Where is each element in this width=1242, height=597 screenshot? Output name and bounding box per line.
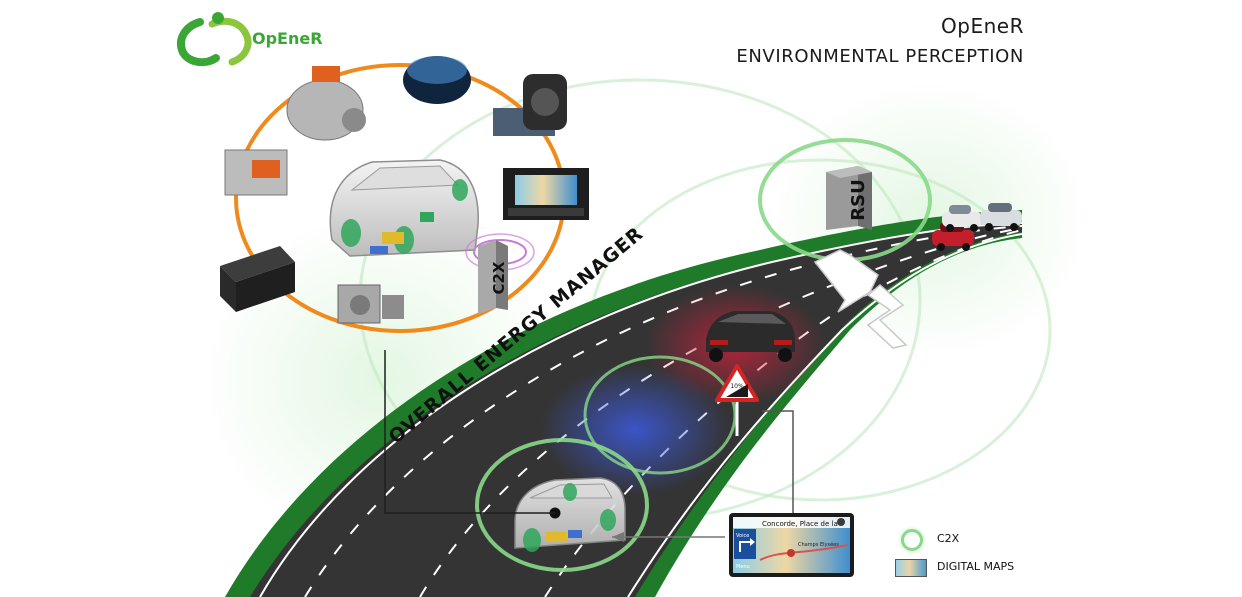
opener-logo: OpEneR	[177, 12, 323, 67]
legend-item-digital-maps: DIGITAL MAPS	[895, 555, 1014, 577]
turn-arrow-icon	[739, 541, 750, 552]
arrowhead	[612, 532, 624, 542]
slope-warning-sign: 10%	[715, 364, 759, 436]
radar-sensor-component	[493, 74, 567, 136]
legend-label: DIGITAL MAPS	[937, 559, 1015, 573]
digital-map-screen: Concorde, Place de la Voice Menu Champs …	[729, 513, 854, 577]
camera-dome-component	[403, 56, 471, 104]
turn-arrow-icon	[750, 538, 755, 546]
legend-item-c2x: C2X	[895, 527, 1014, 551]
slope-sign-text: 10%	[730, 383, 744, 390]
c2x-link-bolt	[813, 249, 879, 313]
page-title: OpEneR	[941, 14, 1024, 38]
distant-car	[980, 203, 1022, 231]
rsu-unit: RSU	[826, 166, 872, 230]
c2x-ring-car	[475, 438, 649, 572]
sign-to-map-connector	[762, 410, 794, 513]
nav-compass-icon	[837, 518, 845, 526]
electric-motor-component	[286, 66, 366, 141]
distant-car	[942, 205, 982, 232]
ring-center-vehicle	[329, 159, 479, 257]
digital-map-icon	[895, 556, 929, 577]
battery-component	[220, 246, 295, 312]
page-header: OpEneR ENVIRONMENTAL PERCEPTION	[736, 14, 1024, 67]
radar-blue-cone	[540, 365, 730, 495]
rsu-label: RSU	[848, 179, 869, 220]
logo-swirl-icon	[208, 17, 252, 66]
c2x-module-component: C2X	[465, 233, 535, 314]
ego-vehicle	[514, 477, 626, 552]
c2x-link-bolt	[866, 284, 908, 349]
logo-swirl-icon	[212, 12, 224, 24]
power-electronics-component	[224, 149, 288, 196]
navigation-unit-component	[503, 168, 589, 220]
legend-label: C2X	[937, 531, 960, 545]
logo-text: OpEneR	[252, 29, 323, 48]
nav-menu-label: Menu	[736, 564, 750, 570]
energy-manager-connector	[384, 350, 555, 514]
nav-sub-street: Champs Elysées	[798, 541, 839, 548]
c2x-ring-road	[583, 355, 737, 475]
nav-street-label: Concorde, Place de la	[762, 520, 838, 528]
logo-swirl-icon	[177, 18, 220, 67]
page-subtitle: ENVIRONMENTAL PERCEPTION	[736, 46, 1024, 67]
brake-actuator-component	[337, 284, 404, 324]
road-edge-line	[627, 233, 1023, 597]
nav-position-marker	[787, 549, 795, 557]
legend: C2X DIGITAL MAPS	[895, 527, 1014, 583]
c2x-module-label: C2X	[490, 261, 508, 294]
lead-vehicle	[706, 311, 795, 362]
c2x-ring-icon	[895, 528, 929, 551]
nav-voice-label: Voice	[736, 533, 749, 539]
